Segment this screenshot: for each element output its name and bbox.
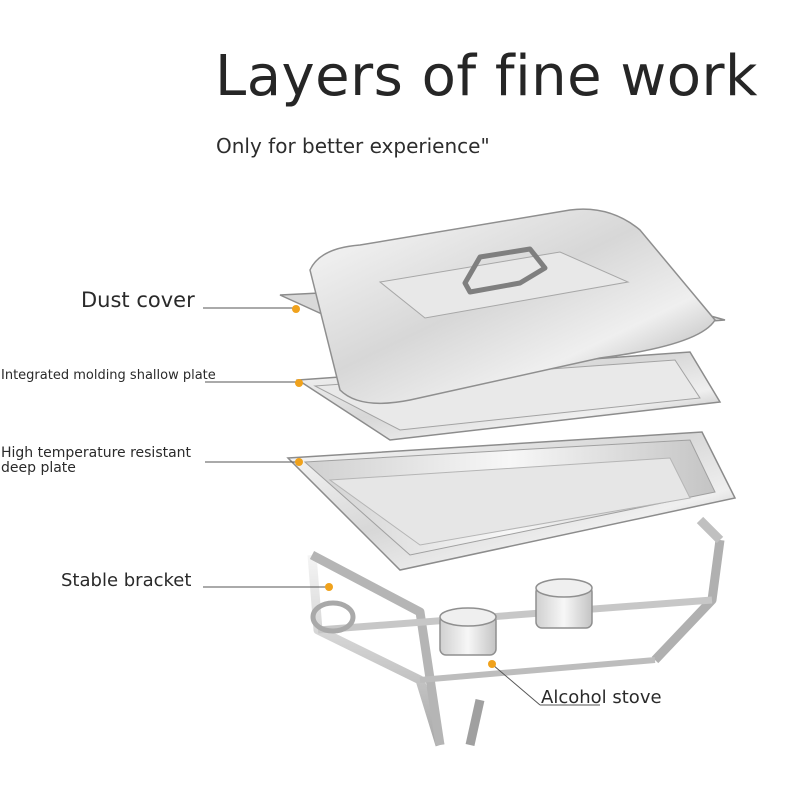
- callout-markers: [292, 305, 496, 668]
- page-subtitle: Only for better experience": [216, 134, 490, 158]
- leader-lines: [203, 307, 600, 706]
- alcohol-stove-icon: [439, 578, 593, 656]
- deep-plate: [286, 431, 737, 571]
- label-dust-cover: Dust cover: [81, 288, 195, 312]
- page-title: Layers of fine work: [215, 44, 758, 109]
- bracket-handle: [310, 600, 356, 634]
- lid-handle: [462, 246, 548, 295]
- label-stable-bracket: Stable bracket: [61, 570, 192, 591]
- label-shallow-plate: Integrated molding shallow plate: [1, 368, 216, 383]
- label-deep-plate-line2: deep plate: [1, 460, 76, 476]
- label-alcohol-stove: Alcohol stove: [541, 687, 662, 708]
- stable-bracket: [307, 516, 725, 747]
- dust-cover: [279, 208, 726, 405]
- label-deep-plate-line1: High temperature resistant: [1, 445, 192, 461]
